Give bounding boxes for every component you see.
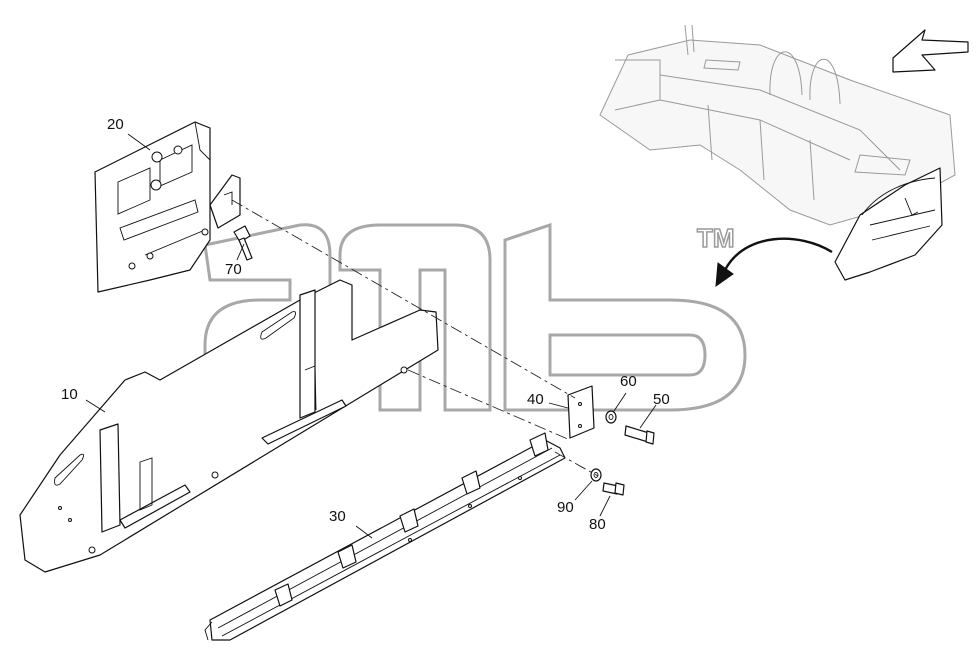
callout-70: 70 xyxy=(225,261,242,278)
assembly-axes xyxy=(231,199,599,477)
callout-10: 10 xyxy=(61,386,78,403)
leader-lines xyxy=(85,133,657,539)
callout-50: 50 xyxy=(653,391,670,408)
callout-60: 60 xyxy=(620,373,637,390)
part-80-bolt xyxy=(602,482,625,496)
part-50-bolt xyxy=(624,425,655,445)
part-30-rail xyxy=(204,432,566,641)
hollow-direction-arrow-icon xyxy=(892,29,969,73)
callout-80: 80 xyxy=(589,516,606,533)
trademark-mark: TM xyxy=(697,223,735,253)
part-60-washer xyxy=(605,410,617,424)
callout-labels: 20 10 30 40 60 50 70 90 80 xyxy=(61,116,670,533)
callout-40: 40 xyxy=(527,391,544,408)
callout-30: 30 xyxy=(329,508,346,525)
highlighted-side-plate xyxy=(834,167,943,281)
machine-overview xyxy=(599,24,956,281)
callout-90: 90 xyxy=(557,499,574,516)
part-20-upper-plate xyxy=(94,121,241,293)
part-40-small-plate xyxy=(567,385,595,439)
callout-20: 20 xyxy=(107,116,124,133)
part-70-screw xyxy=(233,225,253,261)
part-10-side-plate xyxy=(19,279,439,573)
curved-arrow-icon xyxy=(715,237,833,288)
